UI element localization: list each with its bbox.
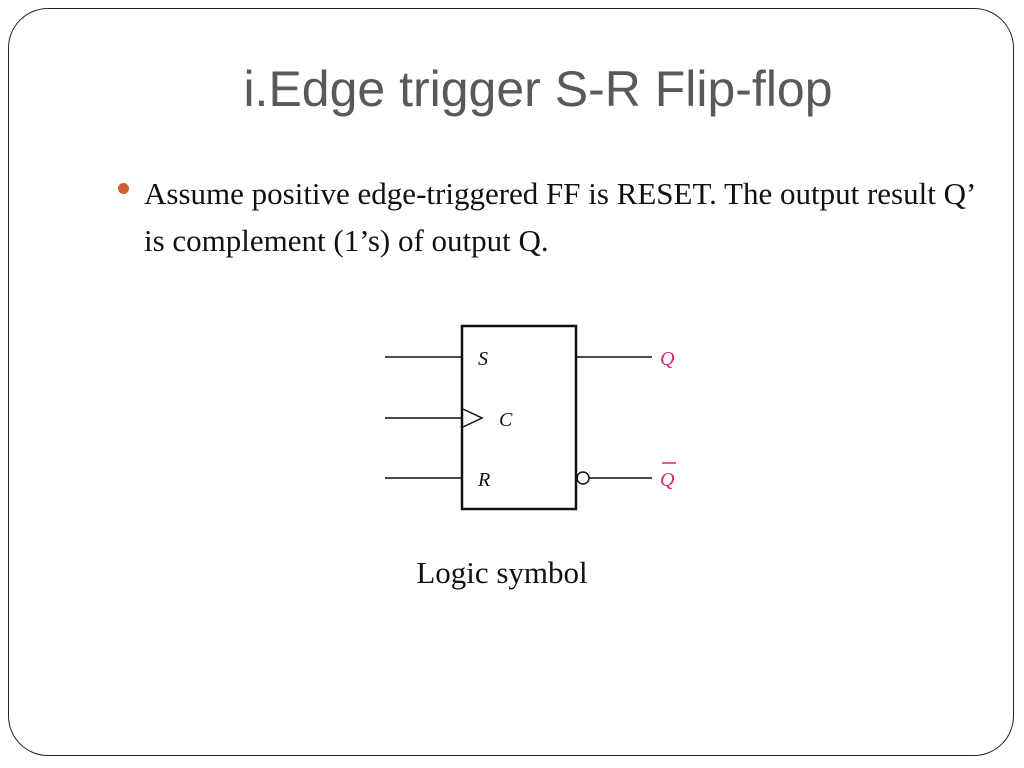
- clock-edge-indicator-icon: [462, 408, 484, 428]
- inversion-bubble-icon: [576, 471, 590, 485]
- pin-label-c: C: [499, 409, 513, 431]
- pin-label-r: R: [477, 469, 490, 491]
- pin-label-s: S: [478, 348, 488, 370]
- diagram-caption: Logic symbol: [416, 555, 588, 590]
- output-label-q-bar: Q: [660, 469, 675, 491]
- flip-flop-logic-symbol: S C R Q Q: [385, 324, 676, 511]
- bullet-list: Assume positive edge-triggered FF is RES…: [118, 170, 978, 264]
- output-label-q: Q: [660, 348, 675, 370]
- slide-title: i.Edge trigger S-R Flip-flop: [243, 61, 833, 117]
- bullet-item: Assume positive edge-triggered FF is RES…: [118, 170, 978, 264]
- bullet-dot-icon: [118, 183, 129, 194]
- bullet-text: Assume positive edge-triggered FF is RES…: [144, 176, 975, 258]
